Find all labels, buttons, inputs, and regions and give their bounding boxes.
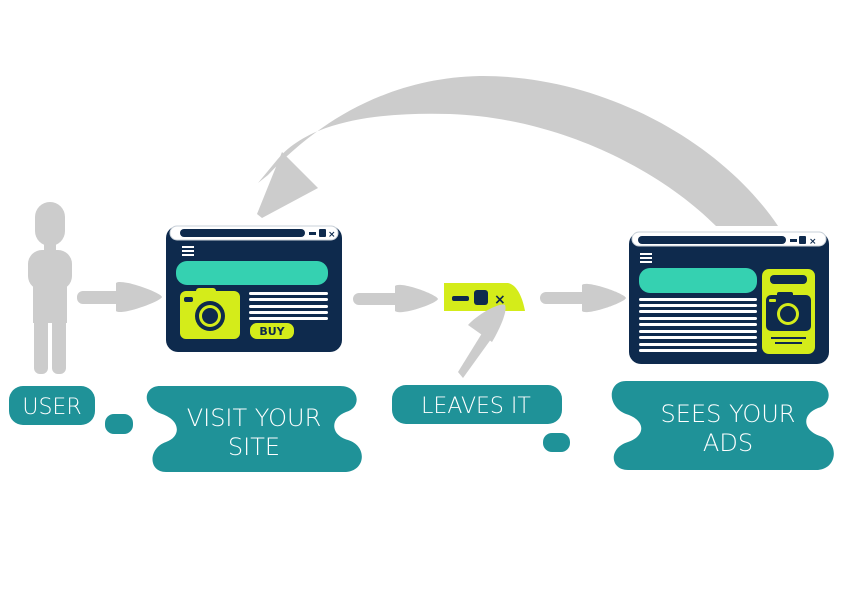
svg-text:ADS: ADS: [703, 429, 753, 457]
step-label-sees-ads: SEES YOUR ADS: [611, 381, 834, 470]
hamburger-menu-icon: [640, 253, 652, 263]
cursor-arrow-icon: [458, 304, 506, 378]
svg-text:SITE: SITE: [228, 433, 280, 461]
svg-text:×: ×: [328, 230, 336, 240]
site-text-lines: [249, 292, 328, 320]
svg-text:USER: USER: [22, 395, 81, 420]
step-label-user: USER: [9, 386, 95, 425]
site-window: × BUY: [166, 225, 342, 352]
buy-button: [250, 323, 294, 339]
return-arc-arrow: [257, 75, 778, 226]
ads-banner: [639, 268, 757, 293]
step-label-visit-site: VISIT YOUR SITE: [146, 386, 362, 472]
close-x-icon: ×: [494, 292, 506, 308]
svg-text:VISIT YOUR: VISIT YOUR: [187, 404, 322, 432]
hamburger-menu-icon: [182, 246, 194, 256]
ads-window: ×: [629, 231, 829, 364]
site-banner: [176, 261, 328, 285]
decor-dot: [543, 433, 570, 452]
arrow-leaves-to-ads: [540, 283, 626, 313]
arrow-site-to-leaves: [353, 284, 438, 313]
ad-card: [762, 269, 815, 354]
user-figure-icon: [28, 202, 72, 374]
arrow-user-to-site: [77, 281, 162, 313]
camera-icon: [180, 288, 240, 339]
camera-icon: [766, 292, 811, 331]
window-close-bar: ×: [444, 283, 525, 311]
svg-text:LEAVES IT: LEAVES IT: [421, 394, 531, 419]
step-label-leaves-it: LEAVES IT: [392, 385, 562, 424]
decor-dot: [105, 414, 133, 434]
buy-button-label: BUY: [259, 325, 285, 338]
svg-text:×: ×: [809, 237, 817, 247]
svg-text:SEES YOUR: SEES YOUR: [661, 400, 796, 428]
ads-text-lines: [639, 298, 757, 352]
